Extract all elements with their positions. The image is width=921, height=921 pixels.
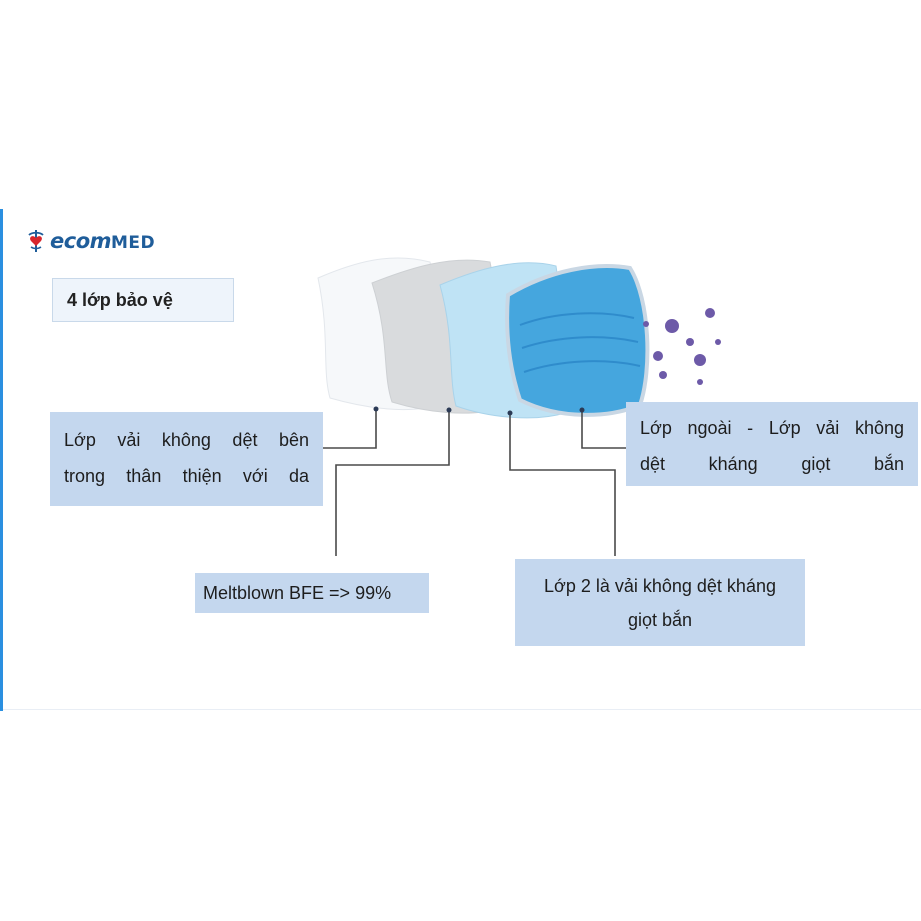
medical-cross-heart-icon: [28, 230, 44, 252]
label-outer-layer: Lớp ngoài - Lớp vải không dệt kháng giọt…: [626, 402, 918, 486]
label-outer-line-1: Lớp ngoài - Lớp vải không: [640, 418, 904, 438]
label-meltblown-text: Meltblown BFE => 99%: [203, 583, 392, 603]
page-title: 4 lớp bảo vệ: [67, 289, 173, 310]
virus-particle-icon: [643, 308, 721, 385]
label-inner-layer: Lớp vải không dệt bên trong thân thiện v…: [50, 412, 323, 506]
leader-white: [323, 409, 377, 449]
label-layer-2: Lớp 2 là vải không dệt kháng giọt bắn: [515, 559, 805, 646]
logo-text-ecom: ecom: [50, 229, 112, 253]
label-meltblown: Meltblown BFE => 99%: [195, 573, 429, 613]
leader-mask: [581, 410, 626, 449]
leader-gray: [335, 410, 450, 556]
left-accent-rule: [0, 209, 3, 711]
label-outer-line-2: dệt kháng giọt bắn: [640, 454, 904, 474]
bottom-divider: [3, 709, 921, 710]
title-box: 4 lớp bảo vệ: [52, 278, 234, 322]
logo-wordmark: ecomMED: [50, 229, 155, 253]
logo-text-med: MED: [111, 233, 156, 253]
ecommed-logo: ecomMED: [26, 226, 155, 256]
leader-lightblue: [509, 413, 616, 556]
label-layer2-line-1: Lớp 2 là vải không dệt kháng: [544, 576, 776, 596]
label-inner-line-2: trong thân thiện với da: [64, 466, 309, 486]
label-layer2-line-2: giọt bắn: [627, 610, 693, 630]
label-inner-line-1: Lớp vải không dệt bên: [64, 430, 309, 450]
